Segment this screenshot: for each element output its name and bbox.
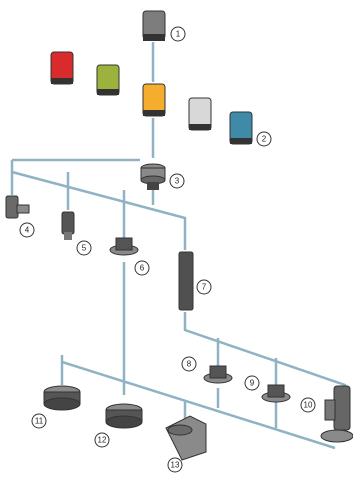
callout-label: 10 (304, 401, 313, 410)
lamp-module-blue (229, 111, 253, 145)
callout-6: 6 (134, 260, 150, 276)
base-connector (140, 163, 166, 190)
line-upper-branch (10, 158, 187, 250)
callout-label: 7 (202, 283, 207, 292)
callout-12: 12 (94, 432, 110, 448)
callout-label: 2 (262, 135, 267, 144)
callout-10: 10 (300, 397, 316, 413)
lamp-module-red (50, 51, 74, 85)
lamp-module-green (96, 64, 120, 96)
flange-mount-lower-a (203, 365, 233, 384)
callout-label: 9 (250, 379, 255, 388)
callout-8: 8 (181, 356, 197, 372)
corner-bracket (165, 415, 207, 461)
callout-4: 4 (19, 222, 35, 238)
callout-label: 1 (176, 30, 181, 39)
line-lower-branch-a (60, 338, 336, 450)
callout-13: 13 (167, 457, 183, 473)
line-lower-branch-b (122, 262, 278, 428)
callout-label: 12 (98, 436, 107, 445)
junction-box-a (43, 385, 81, 411)
callout-5: 5 (76, 240, 92, 256)
flange-mount-upper (109, 237, 139, 256)
connector-lines (10, 42, 347, 450)
callout-11: 11 (31, 413, 47, 429)
callout-label: 8 (187, 360, 192, 369)
callout-label: 3 (175, 177, 180, 186)
callout-2: 2 (256, 131, 272, 147)
wall-mount-assembly (320, 385, 353, 443)
callout-label: 13 (171, 461, 180, 470)
short-pole-mount (61, 211, 75, 240)
callout-9: 9 (244, 375, 260, 391)
junction-box-b (105, 403, 143, 429)
lamp-module-top-gray (142, 10, 166, 41)
callout-label: 4 (25, 226, 30, 235)
lamp-module-amber (142, 83, 166, 117)
callout-7: 7 (196, 279, 212, 295)
side-bracket-mount (5, 195, 30, 219)
extension-pole (178, 251, 194, 311)
flange-mount-lower-b (261, 384, 291, 403)
callout-label: 11 (35, 417, 44, 426)
callout-label: 5 (82, 244, 87, 253)
line-pole-to-lower (183, 312, 347, 398)
callout-3: 3 (169, 173, 185, 189)
callout-1: 1 (170, 26, 186, 42)
callout-label: 6 (140, 264, 145, 273)
lamp-module-clear (188, 97, 212, 131)
